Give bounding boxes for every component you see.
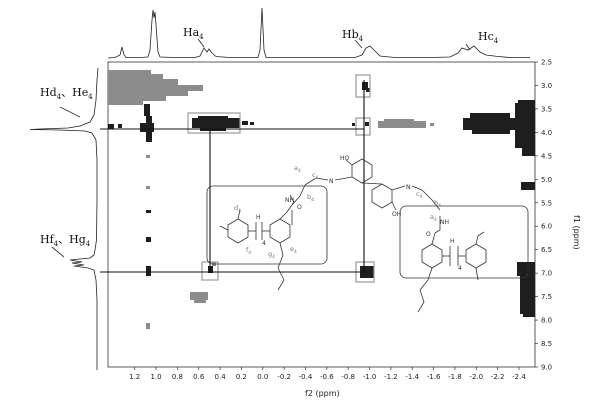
x-tick-label: -1.4 <box>405 373 419 381</box>
top-projection-spectrum <box>107 7 530 59</box>
x-tick-label: -1.0 <box>363 373 377 381</box>
plot-frame <box>107 61 536 368</box>
peak-label-hd4-he4: Hd4、He4 <box>40 86 93 101</box>
molecular-structure <box>206 158 529 313</box>
left-repeat-box <box>206 185 328 265</box>
left-projection-spectrum <box>29 67 99 370</box>
struct-b4-right: b4 <box>434 199 441 209</box>
y-tick-label: 6.0 <box>541 223 552 231</box>
x-tick-label: 0.2 <box>236 373 247 381</box>
right-repeat-box <box>399 205 529 279</box>
x-tick-label: 1.2 <box>129 373 140 381</box>
y-tick-label: 4.0 <box>541 129 552 137</box>
struct-g4: g4 <box>268 250 275 260</box>
y-tick-label: 3.5 <box>541 105 552 113</box>
gray-peak-band-upper <box>108 70 203 105</box>
peak-label-ha4: Ha4 <box>183 26 204 41</box>
struct-repeat-right: 4 <box>458 265 462 272</box>
left-ring-a <box>227 218 249 244</box>
right-ring-b <box>465 243 487 269</box>
y-tick-label: 9.0 <box>541 364 552 372</box>
struct-a4-left: a4 <box>294 164 301 174</box>
struct-b4-left: b4 <box>307 193 314 203</box>
x-tick-label: 0.6 <box>193 373 205 381</box>
central-ring-top <box>351 158 373 184</box>
x-tick-label: 1.0 <box>150 373 161 381</box>
struct-h-right: H <box>450 238 455 245</box>
x-tick-label: -1.6 <box>427 373 441 381</box>
label-arrows <box>51 38 471 258</box>
struct-c4-right: c4 <box>416 190 423 200</box>
struct-ho-top: HO <box>340 155 350 162</box>
correlation-lines <box>100 80 365 273</box>
right-ring-a <box>421 243 443 269</box>
left-ring-b <box>269 218 291 244</box>
x-tick-label: -2.0 <box>469 373 483 381</box>
struct-nh-left: NH <box>285 197 294 204</box>
x-tick-label: -1.2 <box>384 373 398 381</box>
struct-oh-bottom: OH <box>392 211 401 218</box>
peak-label-hf4-hg4: Hf4、Hg4 <box>40 233 91 248</box>
x-tick-label: -0.6 <box>320 373 334 381</box>
y-tick-label: 2.5 <box>541 59 552 67</box>
struct-c4-left: c4 <box>312 171 319 181</box>
y-tick-label: 6.5 <box>541 246 552 254</box>
x-tick-label: -2.2 <box>491 373 505 381</box>
struct-f4: f4 <box>246 246 251 256</box>
x-tick-label: -0.2 <box>277 373 291 381</box>
peak-label-hb4: Hb4 <box>342 28 364 43</box>
struct-e4: e4 <box>290 245 297 255</box>
peak-label-hc4: Hc4 <box>478 30 499 45</box>
x-axis-title: f2 (ppm) <box>305 389 340 398</box>
struct-n-right: N <box>406 184 411 191</box>
y-tick-label: 4.5 <box>541 152 552 160</box>
y-tick-label: 7.0 <box>541 270 552 278</box>
y-tick-label: 8.0 <box>541 317 552 325</box>
struct-n-left: N <box>329 178 334 185</box>
x-tick-label: -1.8 <box>448 373 462 381</box>
x-tick-label: -2.4 <box>512 373 526 381</box>
x-tick-label: -0.4 <box>299 373 313 381</box>
central-ring-bottom <box>371 183 393 209</box>
x-tick-label: 0.4 <box>215 373 227 381</box>
struct-nh-right: NH <box>440 219 449 226</box>
x-tick-label: 0.8 <box>172 373 183 381</box>
x-tick-label: -0.8 <box>341 373 355 381</box>
gray-peak-row-3p8 <box>146 119 434 158</box>
y-tick-label: 7.5 <box>541 293 552 301</box>
y-tick-label: 8.5 <box>541 340 552 348</box>
y-axis: 2.5 3.0 3.5 4.0 4.5 5.0 5.5 6.0 6.5 7.0 7.5 8.0 8.5 9… <box>535 59 552 372</box>
struct-repeat-left: 4 <box>262 240 266 247</box>
gray-peaks-lower <box>146 186 216 329</box>
x-axis: 1.2 1.0 0.8 0.6 0.4 0.2 0.0 -0.2 -0.4 -0.6 -0.8 -1.… <box>129 367 526 381</box>
dark-peak-row-3p8 <box>108 100 535 190</box>
y-axis-title: f1 (ppm) <box>572 215 581 250</box>
struct-h-left: H <box>256 214 261 221</box>
x-tick-label: 0.0 <box>257 373 268 381</box>
highlight-boxes <box>187 74 375 283</box>
struct-d4: d4 <box>234 204 241 214</box>
y-tick-label: 5.5 <box>541 199 552 207</box>
struct-o-left: O <box>297 204 302 211</box>
struct-a4-right: a4 <box>430 213 437 223</box>
small-peaks-1ppm-column <box>146 210 213 276</box>
struct-o-right: O <box>426 231 431 238</box>
structure-labels: HO OH N N NH NH O O c4 a4 b4 a4 b4 c4 d4… <box>234 155 462 272</box>
y-tick-label: 3.0 <box>541 82 552 90</box>
y-tick-label: 5.0 <box>541 176 552 184</box>
